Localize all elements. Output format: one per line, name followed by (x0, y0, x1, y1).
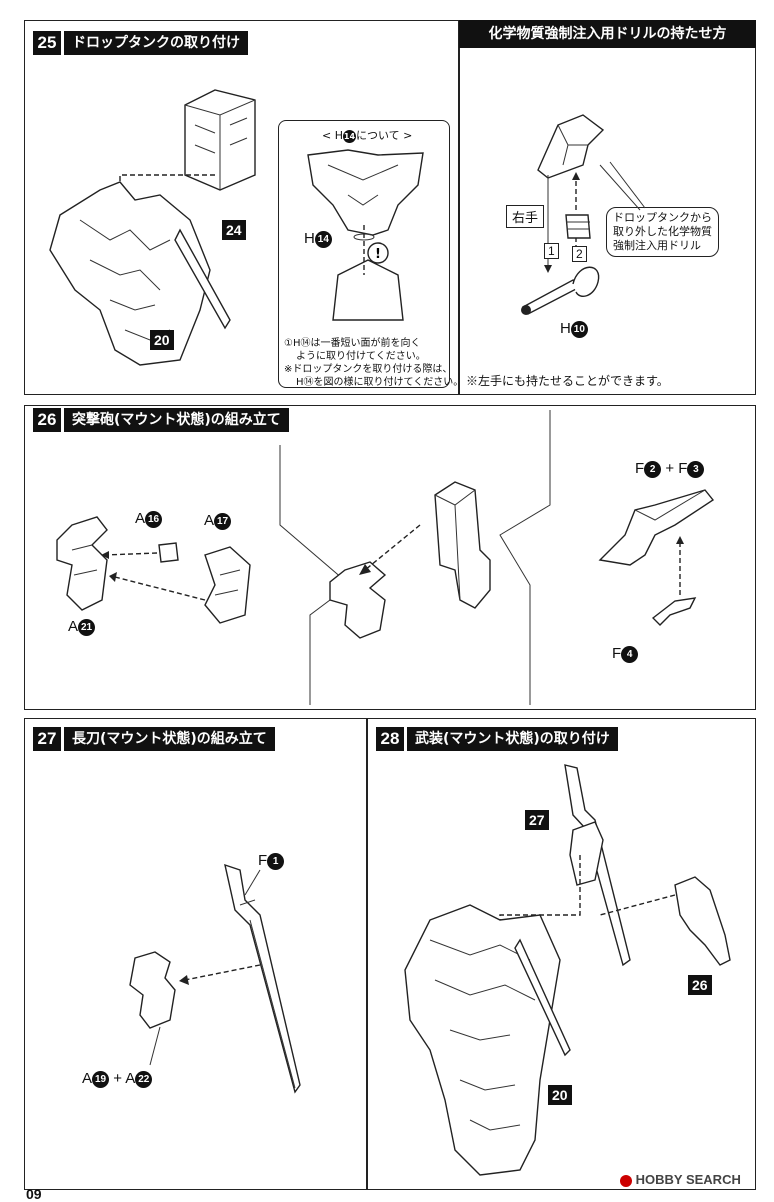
mount-assembled (329, 561, 387, 639)
drill-callout-2: 取り外した化学物質 (613, 226, 712, 238)
step-27-panel (24, 718, 367, 1190)
step-25-number: 25 (33, 31, 61, 55)
step-26-arrow-3 (676, 536, 684, 595)
drill-handle-illustration (521, 266, 600, 315)
robot-body-illustration (49, 181, 231, 366)
right-hand-label: 右手 (506, 205, 545, 228)
watermark-logo-icon (620, 1174, 632, 1187)
a16-num: 16 (145, 510, 163, 528)
svg-text:!: ! (375, 247, 381, 262)
part-26-label: 26 (688, 975, 712, 995)
a16-prefix: A (135, 510, 146, 527)
drop-tank-illustration (184, 89, 256, 191)
step-26-title: 突撃砲(マウント状態)の組み立て (64, 408, 289, 432)
f-plus: + (665, 460, 675, 477)
watermark: HOBBY SEARCH (620, 1172, 741, 1187)
assault-cannon-horizontal (598, 489, 715, 566)
h14-header-post: について > (356, 129, 413, 142)
a22-num: 22 (135, 1070, 153, 1088)
h14-header: < H14について > (322, 127, 412, 143)
f1-prefix: F (258, 852, 268, 869)
a21-prefix: A (68, 618, 79, 635)
a22-prefix: A (125, 1070, 136, 1087)
f4-prefix: F (612, 645, 622, 662)
drill-callout-3: 強制注入用ドリル (613, 240, 701, 252)
drill-step-2: 2 (572, 246, 587, 262)
f2-num: 2 (644, 460, 662, 478)
step-27-arrow (179, 964, 261, 985)
h14-header-num: 14 (343, 129, 356, 143)
drill-tip-illustration (537, 114, 605, 179)
page-number: 09 (26, 1186, 42, 1202)
assault-cannon-vertical (434, 481, 491, 609)
h14-header-pre: < H (322, 129, 343, 142)
h14-num: 14 (314, 230, 332, 248)
step-27-number: 27 (33, 727, 61, 751)
mount-part-a21 (56, 516, 108, 611)
f2-prefix: F (635, 460, 645, 477)
step-27-leader (149, 1026, 161, 1066)
sword-mount-part (129, 951, 176, 1029)
part-f4-illustration (651, 597, 697, 626)
a19-num: 19 (92, 1070, 110, 1088)
h10-prefix: H (560, 320, 571, 337)
a19-prefix: A (82, 1070, 93, 1087)
h14-note-4: H⑭を図の様に取り付けてください。 (296, 377, 464, 388)
h14-note-1: ①H⑭は一番短い面が前を向く (284, 338, 421, 349)
hand-illustration (565, 214, 591, 239)
drill-note: ※左手にも持たせることができます。 (466, 374, 669, 388)
f3-num: 3 (687, 460, 705, 478)
mounted-sword (564, 764, 631, 967)
step-25-title: ドロップタンクの取り付け (64, 31, 248, 55)
h14-note-3: ※ドロップタンクを取り付ける際は、 (284, 364, 453, 375)
step-26-number: 26 (33, 408, 61, 432)
step-26-arrows-1 (101, 551, 206, 601)
step-26-arrow-2 (359, 524, 421, 575)
drill-callout-1: ドロップタンクから (613, 212, 712, 224)
h10-num: 10 (570, 320, 588, 338)
part-27-label: 27 (525, 810, 549, 830)
step-28-number: 28 (376, 727, 404, 751)
part-a17-illustration (204, 546, 251, 624)
drill-title: 化学物質強制注入用ドリルの持たせ方 (459, 20, 756, 48)
f3-prefix: F (678, 460, 688, 477)
f4-num: 4 (621, 645, 639, 663)
f1-num: 1 (267, 852, 285, 870)
step-27-title: 長刀(マウント状態)の組み立て (64, 727, 275, 751)
drill-step-1: 1 (544, 243, 559, 259)
drill-callout: ドロップタンクから 取り外した化学物質 強制注入用ドリル (606, 207, 719, 257)
long-sword-illustration (224, 863, 301, 1094)
h14-prefix: H (304, 230, 315, 247)
part-20-label: 20 (150, 330, 174, 350)
full-robot-illustration (404, 904, 571, 1176)
h14-note-2: ように取り付けてください。 (296, 351, 426, 362)
part-20-label-step28: 20 (548, 1085, 572, 1105)
h14-robot-illustration: ! (307, 149, 424, 321)
watermark-text: HOBBY SEARCH (635, 1172, 741, 1187)
part-24-label: 24 (222, 220, 246, 240)
mounted-cannon (674, 876, 731, 966)
a17-num: 17 (214, 512, 232, 530)
a17-prefix: A (204, 512, 215, 529)
part-a16-illustration (158, 542, 179, 563)
step-28-title: 武装(マウント状態)の取り付け (407, 727, 618, 751)
a21-num: 21 (78, 618, 96, 636)
callout-leader (599, 161, 646, 211)
a-plus: + (113, 1070, 122, 1087)
